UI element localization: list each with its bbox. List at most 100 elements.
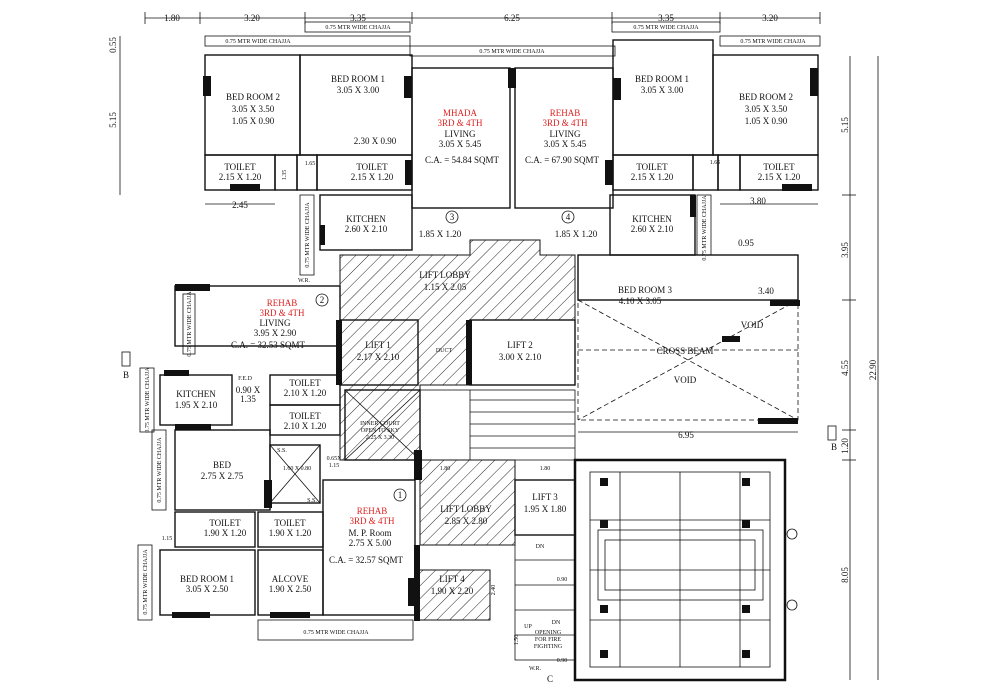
stair-dn-2: DN	[536, 544, 545, 550]
unit-4: BED ROOM 1 3.05 X 3.00 BED ROOM 2 3.05 X…	[514, 39, 819, 306]
unit4-number-marker	[561, 210, 575, 224]
unit1-number-marker	[393, 488, 407, 502]
dim-180-b: 1.80	[540, 466, 551, 472]
unit4-kitchen: KITCHEN	[632, 214, 672, 224]
dim-090: 0.90	[557, 577, 568, 583]
unit1-toilet2-size: 1.90 X 1.20	[269, 528, 312, 538]
open-to-sky: OPEN TO SKY	[361, 428, 400, 434]
unit3-kitchen-size: 2.60 X 2.10	[345, 224, 388, 234]
unit-2: REHAB 3RD & 4TH LIVING 3.95 X 2.90 C.A. …	[121, 284, 341, 511]
unit1-number: 1	[398, 490, 403, 500]
dim-top-2: 3.20	[244, 13, 260, 23]
lift-lobby-bottom: LIFT LOBBY	[440, 504, 492, 514]
unit-1: REHAB 3RD & 4TH M. P. Room 2.75 X 5.00 C…	[137, 479, 416, 641]
unit4-toilet1: TOILET	[636, 162, 668, 172]
dim-right-total: 22.90	[868, 359, 878, 380]
unit1-toilet1-size: 1.90 X 1.20	[204, 528, 247, 538]
unit4-bed2-label: BED ROOM 2	[739, 92, 793, 102]
unit4-living: LIVING	[550, 129, 581, 139]
unit3-bed2-label: BED ROOM 2	[226, 92, 280, 102]
unit3-kitchen: KITCHEN	[346, 214, 386, 224]
unit3-dim-245: 2.45	[232, 200, 248, 210]
dim-right-1: 5.15	[840, 117, 850, 133]
unit4-toilet2: TOILET	[763, 162, 795, 172]
lift-lobby-top-size: 1.15 X 2.05	[424, 282, 467, 292]
chajja-mid-vertical: 0.75 MTR WIDE CHAJJA	[305, 202, 311, 268]
dim-065: 0.65X	[327, 456, 343, 462]
unit3-toilet1: TOILET	[224, 162, 256, 172]
lift-3: LIFT 3	[532, 492, 558, 502]
unit4-bed3-label: BED ROOM 3	[618, 285, 673, 295]
unit4-ca: C.A. = 67.90 SQMT	[525, 155, 600, 165]
unit4-bed1-size: 3.05 X 3.00	[641, 85, 684, 95]
unit1-alcove-size: 1.90 X 2.50	[269, 584, 312, 594]
dim-240: 2.40	[491, 585, 497, 596]
unit1-mp-size: 2.75 X 5.00	[349, 538, 392, 548]
unit2-toilet1: TOILET	[289, 378, 321, 388]
void-label-1: VOID	[741, 320, 764, 330]
unit1-bed1: BED ROOM 1	[180, 574, 234, 584]
unit4-toilet1-size: 2.15 X 1.20	[631, 172, 674, 182]
core-area: LIFT LOBBY 1.15 X 2.05 LIFT 1 2.17 X 2.1…	[269, 239, 576, 684]
dim-right-4: 1.20	[840, 438, 850, 454]
unit3-toilet2: TOILET	[356, 162, 388, 172]
chajja-top-mid: 0.75 MTR WIDE CHAJJA	[325, 25, 391, 31]
mechanical-block	[573, 458, 798, 682]
fighting-label: FIGHTING	[534, 644, 563, 650]
unit4-dim-340: 3.40	[758, 286, 774, 296]
dim-115b: 1.15	[329, 463, 340, 469]
top-chajja: 0.75 MTR WIDE CHAJJA 0.75 MTR WIDE CHAJJ…	[204, 21, 821, 57]
section-marker-b-left: B	[123, 370, 129, 380]
unit4-kitchen-size: 2.60 X 2.10	[631, 224, 674, 234]
unit4-balcony: 1.85 X 1.20	[555, 229, 598, 239]
unit2-ca: C.A. = 32.53 SQMT	[231, 340, 306, 350]
unit3-number-marker	[445, 210, 459, 224]
unit3-passage: 2.30 X 0.90	[354, 136, 397, 146]
unit2-floors: 3RD & 4TH	[260, 308, 306, 318]
unit4-bed2-size: 3.05 X 3.50	[745, 104, 788, 114]
top-dimension-line: 1.80 3.20 3.35 6.25 3.35 3.20	[144, 12, 821, 24]
stair-up: UP	[524, 624, 532, 630]
chajja-left-v4: 0.75 MTR WIDE CHAJJA	[143, 549, 149, 615]
stair-dn: DN	[552, 620, 561, 626]
dim-left-2: 5.15	[108, 112, 118, 128]
unit1-floors: 3RD & 4TH	[350, 516, 396, 526]
unit4-bed1-label: BED ROOM 1	[635, 74, 689, 84]
unit3-ca: C.A. = 54.84 SQMT	[425, 155, 500, 165]
unit1-dim-115: 1.15	[162, 536, 173, 542]
unit2-title: REHAB	[267, 298, 298, 308]
dim-top-6: 3.20	[762, 13, 778, 23]
unit2-living-size: 3.95 X 2.90	[254, 328, 297, 338]
unit4-floors: 3RD & 4TH	[543, 118, 589, 128]
lift-2-size: 3.00 X 2.10	[499, 352, 542, 362]
unit1-bed1-size: 3.05 X 2.50	[186, 584, 229, 594]
unit3-toilet2-size: 2.15 X 1.20	[351, 172, 394, 182]
unit2-living: LIVING	[260, 318, 291, 328]
unit2-fed: F.E.D	[238, 376, 253, 382]
lift-3-size: 1.95 X 1.80	[524, 504, 567, 514]
chajja-left-v1: 0.75 MTR WIDE CHAJJA	[187, 291, 193, 357]
dim-top-4: 6.25	[504, 13, 520, 23]
inner-court: INNER COURT	[360, 421, 400, 427]
chajja-left-v2: 0.75 MTR WIDE CHAJJA	[145, 367, 151, 433]
lift-1-size: 2.17 X 2.10	[357, 352, 400, 362]
unit2-fed-size: 0.90 X	[236, 385, 261, 395]
unit2-bed: BED	[213, 460, 232, 470]
left-dimension-line: 0.55 5.15	[108, 36, 121, 195]
lift-2: LIFT 2	[507, 340, 533, 350]
lift-4-size: 1.90 X 2.20	[431, 586, 474, 596]
lift-4: LIFT 4	[439, 574, 465, 584]
right-section-marker: B	[827, 425, 837, 452]
unit3-title: MHADA	[443, 108, 478, 118]
dim-top-3: 3.35	[350, 13, 366, 23]
unit3-bed2-sub: 1.05 X 0.90	[232, 116, 275, 126]
unit3-balcony: 1.85 X 1.20	[419, 229, 462, 239]
void-area: VOID VOID CROSS BEAM 6.95	[577, 299, 799, 440]
unit-3: BED ROOM 2 3.05 X 3.50 1.05 X 0.90 BED R…	[203, 54, 516, 276]
unit4-number: 4	[566, 212, 571, 222]
lift-lobby-top: LIFT LOBBY	[419, 270, 471, 280]
unit4-dim-380: 3.80	[750, 196, 766, 206]
unit1-alcove: ALCOVE	[272, 574, 309, 584]
chajja-bottom: 0.75 MTR WIDE CHAJJA	[303, 630, 369, 636]
